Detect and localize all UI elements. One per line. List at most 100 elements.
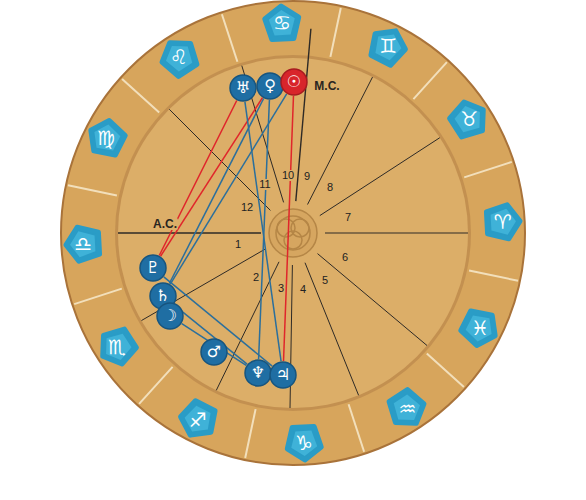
planet-disc: ♂ — [200, 338, 228, 366]
badge-fill — [446, 95, 492, 141]
house-number: 1 — [234, 239, 242, 250]
aspect-line — [284, 96, 294, 361]
zodiac-badge: ♋ — [262, 3, 302, 43]
badge-highlight — [290, 430, 317, 456]
badge-highlight — [99, 330, 134, 365]
house-number: 9 — [303, 171, 311, 182]
house-number: 7 — [344, 212, 352, 223]
planet-disc: ♇ — [139, 254, 167, 282]
zodiac-badge: ♎ — [63, 224, 103, 264]
house-cusps — [118, 29, 468, 408]
planet-fill — [230, 75, 256, 101]
planet-fill — [245, 360, 271, 386]
planet-fill — [201, 339, 227, 365]
badge-fill — [264, 5, 300, 40]
planet-glyph: ♀ — [264, 78, 276, 94]
zodiac-glyph: ♍ — [97, 128, 115, 148]
axis-label: A.C. — [152, 218, 178, 230]
planet-disc: ☽ — [156, 302, 184, 330]
planet-disc: ☉ — [280, 68, 308, 96]
badge-fill — [486, 204, 521, 240]
zodiac-glyph: ♎ — [74, 234, 92, 254]
badge-fill — [458, 306, 503, 351]
zodiac-badge: ♈ — [483, 202, 523, 242]
aspect-line — [245, 102, 281, 361]
badge-highlight — [371, 28, 406, 62]
zodiac-glyph: ♓ — [471, 318, 489, 338]
planet-disc: ♆ — [244, 359, 272, 387]
aspect-line — [159, 101, 236, 256]
aspect-line — [174, 305, 247, 364]
house-number: 11 — [258, 179, 271, 190]
badge-highlight — [464, 311, 498, 346]
planet-disc: ♅ — [229, 74, 257, 102]
zodiac-badge: ♍ — [86, 118, 126, 158]
zodiac-glyph: ♏ — [108, 337, 126, 357]
badge-fill — [384, 386, 430, 432]
zodiac-badge: ♒ — [387, 389, 427, 429]
zodiac-glyph: ♐ — [189, 410, 207, 430]
zodiac-badge: ♊ — [368, 26, 408, 66]
badge-fill — [65, 226, 100, 262]
badge-fill — [366, 23, 411, 68]
planet-disc: ♀ — [256, 72, 284, 100]
sign-separators — [68, 8, 518, 458]
planet-glyph: ♃ — [276, 367, 290, 383]
badge-highlight — [490, 208, 516, 235]
zodiac-badge: ♑ — [284, 423, 324, 463]
zodiac-glyph: ♒ — [398, 399, 416, 419]
planet-fill — [157, 303, 183, 329]
zodiac-glyph: ♊ — [379, 36, 397, 56]
zodiac-badge: ♌ — [159, 37, 199, 77]
badge-fill — [93, 324, 139, 370]
planet-glyph: ♆ — [251, 365, 265, 381]
house-number: 5 — [321, 275, 329, 286]
house-number: 6 — [341, 252, 349, 263]
outer-ring — [61, 1, 525, 465]
house-number: 8 — [326, 182, 334, 193]
badge-fill — [155, 33, 201, 79]
badge-highlight — [390, 392, 425, 427]
inner-disc-edge — [115, 55, 471, 411]
planet-fill — [270, 362, 296, 388]
axis-label: M.C. — [313, 80, 340, 92]
zodiac-badge: ♓ — [460, 308, 500, 348]
planet-disc: ♃ — [269, 361, 297, 389]
house-number: 4 — [299, 284, 307, 295]
zodiac-glyph: ♑ — [295, 433, 313, 453]
badge-highlight — [88, 120, 122, 155]
planet-glyph: ☽ — [163, 308, 177, 324]
planet-glyph: ☉ — [287, 74, 301, 90]
zodiac-glyph: ♋ — [273, 13, 291, 33]
aspect-line — [259, 100, 270, 359]
planet-glyph: ♇ — [146, 260, 160, 276]
badge-highlight — [70, 230, 96, 257]
badge-fill — [83, 115, 128, 160]
house-number: 2 — [252, 272, 260, 283]
zodiac-badge: ♉ — [449, 99, 489, 139]
badge-highlight — [268, 10, 295, 36]
badge-fill — [286, 426, 322, 461]
badge-highlight — [161, 39, 196, 74]
planet-fill — [281, 69, 307, 95]
zodiac-badge: ♏ — [97, 327, 137, 367]
aspect-line — [170, 94, 286, 284]
badge-highlight — [452, 101, 487, 136]
planet-glyph: ♂ — [207, 344, 221, 360]
zodiac-glyph: ♌ — [170, 47, 188, 67]
aspect-line — [169, 98, 263, 283]
house-number: 12 — [240, 202, 254, 213]
planet-glyph: ♄ — [156, 288, 170, 304]
planet-glyph: ♅ — [236, 80, 250, 96]
zodiac-glyph: ♈ — [494, 212, 512, 232]
zodiac-badge: ♐ — [178, 400, 218, 440]
aspect-line — [182, 324, 246, 366]
zodiac-glyph: ♉ — [460, 109, 478, 129]
center-knot — [269, 209, 317, 257]
badge-fill — [175, 398, 220, 443]
planet-fill — [140, 255, 166, 281]
planet-fill — [257, 73, 283, 99]
badge-highlight — [180, 404, 215, 438]
